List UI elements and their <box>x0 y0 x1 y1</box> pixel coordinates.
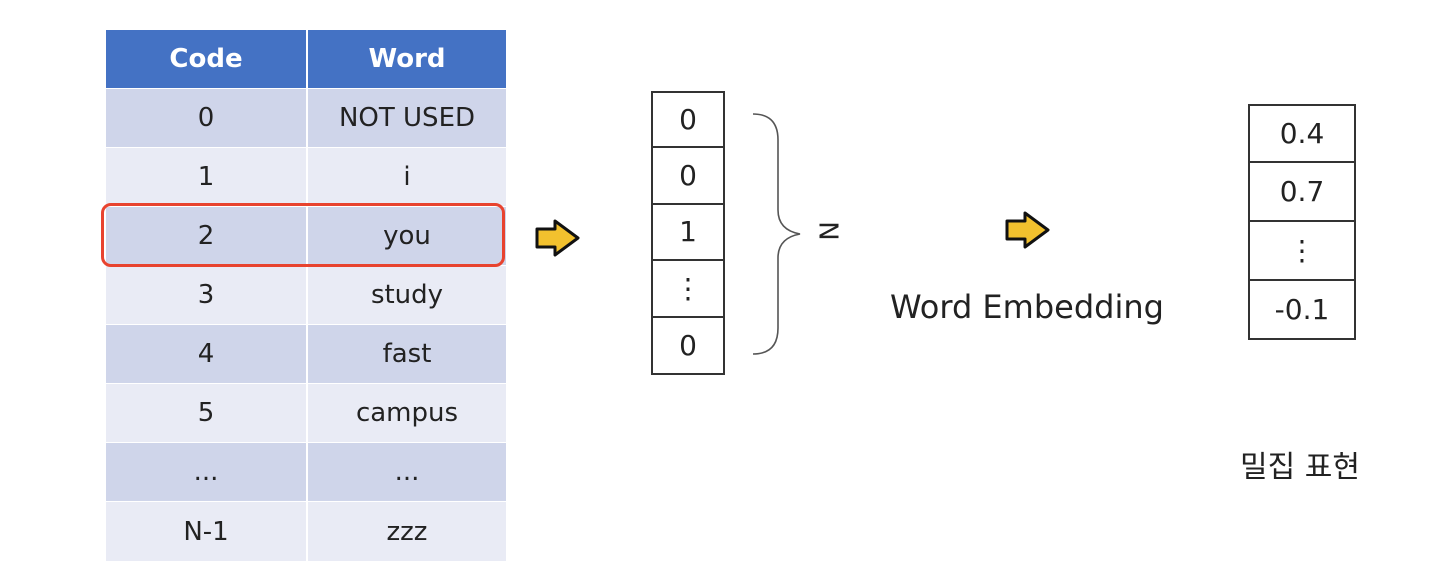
dimension-label: N <box>812 221 843 241</box>
vector-cell: 0 <box>651 318 725 375</box>
header-word: Word <box>306 30 506 88</box>
vector-cell: ⋮ <box>651 261 725 319</box>
vector-cell: 0.4 <box>1248 104 1356 163</box>
table-row: 3 study <box>106 266 506 325</box>
code-cell: 3 <box>197 280 215 310</box>
table-row: 4 fast <box>106 325 506 384</box>
table-row: 0 NOT USED <box>106 89 506 148</box>
word-cell: NOT USED <box>306 89 506 147</box>
right-arrow-icon <box>1005 211 1050 249</box>
dense-representation-label: 밀집 표현 <box>1240 450 1360 485</box>
vector-cell: 0.7 <box>1248 163 1356 222</box>
right-arrow-icon <box>535 219 580 257</box>
word-cell: ... <box>306 443 506 501</box>
dimension-brace <box>752 113 801 355</box>
vector-cell: 0 <box>651 91 725 148</box>
table-row: N-1 zzz <box>106 502 506 561</box>
code-cell: 2 <box>197 221 215 251</box>
vector-cell: 0 <box>651 147 725 205</box>
vector-cell: 1 <box>651 204 725 262</box>
vocabulary-table: Code Word 0 NOT USED 1 i 2 you 3 study 4… <box>106 30 506 561</box>
one-hot-vector: 0 0 1 ⋮ 0 <box>651 91 725 375</box>
table-row: 5 campus <box>106 384 506 443</box>
word-cell: campus <box>306 384 506 442</box>
table-row: 2 you <box>106 207 506 266</box>
code-cell: N-1 <box>183 516 229 547</box>
code-cell: 1 <box>197 162 215 192</box>
header-code: Code <box>169 44 243 74</box>
dense-vector: 0.4 0.7 ⋮ -0.1 <box>1248 104 1356 340</box>
word-cell: fast <box>306 325 506 383</box>
table-row: 1 i <box>106 148 506 207</box>
code-cell: ... <box>193 457 219 487</box>
word-cell: you <box>306 207 506 265</box>
word-cell: study <box>306 266 506 324</box>
selected-row-highlight <box>101 203 505 267</box>
code-cell: 0 <box>197 103 215 133</box>
table-row: ... ... <box>106 443 506 502</box>
table-header: Code Word <box>106 30 506 89</box>
code-cell: 5 <box>197 398 215 428</box>
word-cell: i <box>306 148 506 206</box>
vector-cell: ⋮ <box>1248 222 1356 281</box>
word-cell: zzz <box>306 502 506 561</box>
code-cell: 4 <box>197 339 215 369</box>
vector-cell: -0.1 <box>1248 281 1356 340</box>
word-embedding-label: Word Embedding <box>890 288 1164 326</box>
